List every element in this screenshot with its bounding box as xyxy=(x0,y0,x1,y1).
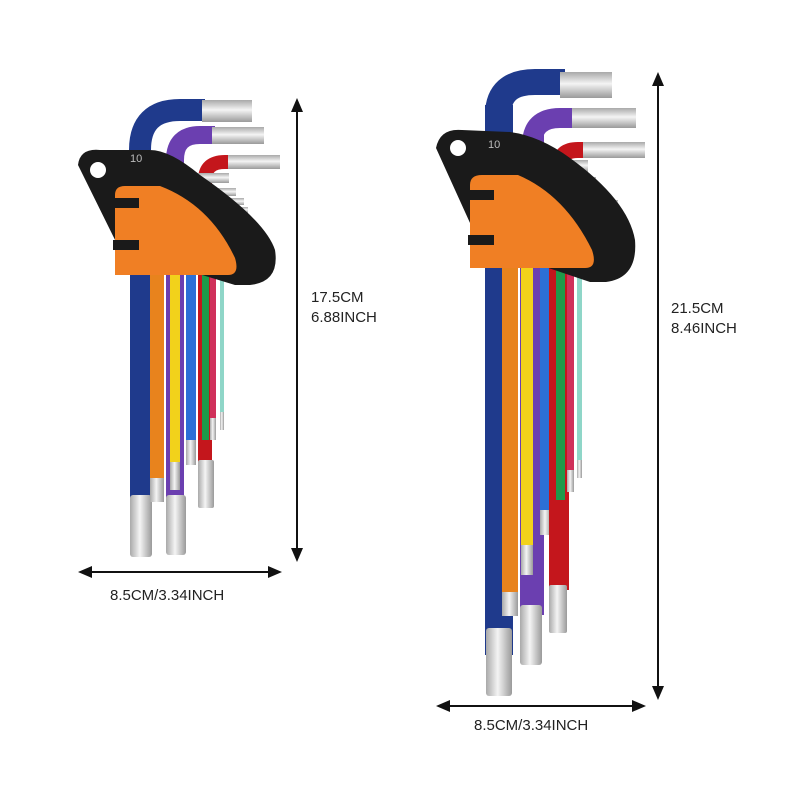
long-set-orange-clip xyxy=(470,175,594,268)
short-set-width-label: 8.5CM/3.34INCH xyxy=(110,587,225,604)
short-set-height-inch-label: 6.88INCH xyxy=(311,309,377,326)
short-set-long-arms xyxy=(130,140,224,557)
long-set-hang-hole xyxy=(450,140,466,156)
long-set-height-inch-label: 8.46INCH xyxy=(671,320,737,337)
long-set-width-arrow xyxy=(436,700,646,712)
short-set-height-cm-label: 17.5CM xyxy=(311,289,364,306)
short-set-hang-hole xyxy=(90,162,106,178)
short-set-orange-clip xyxy=(115,186,237,275)
short-hex-key-set: 10 xyxy=(78,99,280,557)
long-set-height-cm-label: 21.5CM xyxy=(671,300,724,317)
short-set-width-arrow xyxy=(78,566,282,578)
long-set-holder-number: 10 xyxy=(488,139,500,151)
short-set-holder-number: 10 xyxy=(130,153,142,165)
long-set-width-label: 8.5CM/3.34INCH xyxy=(474,717,589,734)
long-hex-key-set: 10 xyxy=(436,69,645,696)
long-set-height-arrow xyxy=(652,72,664,700)
short-set-height-arrow xyxy=(291,98,303,562)
